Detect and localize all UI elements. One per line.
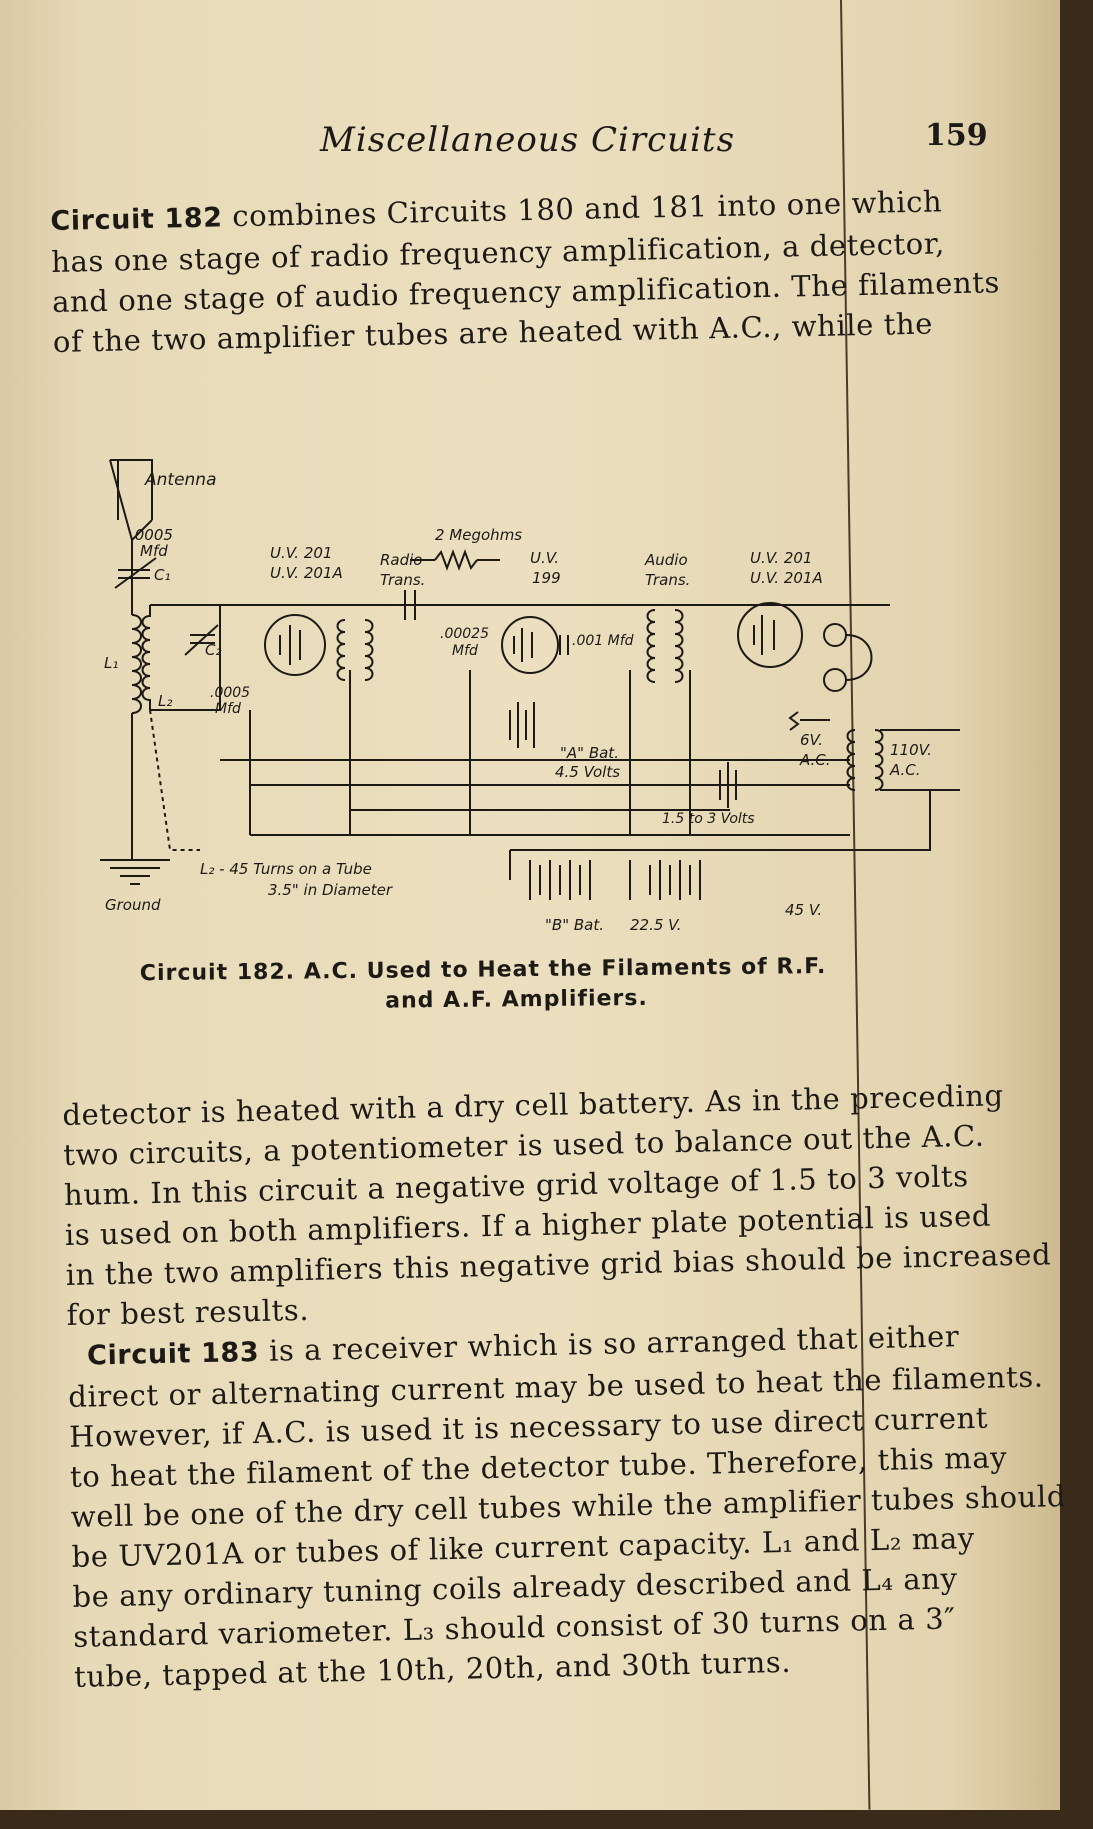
tube3-label-a: U.V. 201 [750, 549, 812, 567]
l2-note-label-b: 3.5" in Diameter [268, 881, 393, 899]
ground-label: Ground [105, 896, 161, 914]
antenna-label: Antenna [144, 470, 217, 490]
audio-trans-label-b: Trans. [645, 571, 690, 589]
b-battery-45v-label: 45 V. [785, 901, 822, 919]
tube2-label-a: U.V. [530, 549, 559, 567]
circuit-183-label: Circuit 183 [86, 1336, 260, 1372]
audio-trans-label-a: Audio [644, 551, 688, 569]
ac-6v-label-a: 6V. [800, 731, 823, 749]
l2-label: L₂ [158, 692, 172, 710]
tube1-label-a: U.V. 201 [270, 544, 332, 562]
c1-value-label: .0005 [130, 526, 173, 544]
radio-trans-label-a: Radio [380, 551, 422, 569]
tube1-label-b: U.V. 201A [270, 564, 343, 582]
c1-unit-label: Mfd [140, 542, 168, 560]
figure-caption: Circuit 182. A.C. Used to Heat the Filam… [140, 951, 941, 1019]
a-battery-volts-label: 4.5 Volts [555, 763, 620, 781]
antenna-symbol [109, 459, 153, 590]
line-ac-label-b: A.C. [889, 761, 921, 779]
grid-leak-label: 2 Megohms [435, 526, 522, 544]
b-battery-22v-label: 22.5 V. [630, 916, 681, 934]
chapter-title: Miscellaneous Circuits [320, 120, 736, 160]
grid-condenser-unit: Mfd [452, 643, 478, 659]
paragraph-circuit-183: detector is heated with a dry cell batte… [62, 1075, 1066, 1697]
bypass-cap-label: .001 Mfd [572, 633, 634, 649]
circuit-182-schematic: Antenna .0005 Mfd C₁ L₁ L₂ C₂ .0005 Mfd … [100, 459, 960, 934]
line-ac-label-a: 110V. [890, 741, 932, 759]
tube2-label-b: 199 [532, 569, 561, 587]
book-page: Miscellaneous Circuits 159 Circuit 182 c… [0, 0, 1066, 1810]
ac-6v-label-b: A.C. [799, 751, 831, 769]
b-battery-label: "B" Bat. [545, 916, 604, 934]
c1-label: C₁ [154, 566, 171, 584]
tube3-label-b: U.V. 201A [750, 569, 823, 587]
grid-condenser-value: .00025 [440, 626, 489, 642]
c2-unit-label: Mfd [215, 701, 241, 717]
c2-label: C₂ [205, 641, 222, 659]
l1-label: L₁ [104, 654, 118, 672]
c-battery-label: 1.5 to 3 Volts [662, 811, 755, 827]
c2-value-label: .0005 [210, 685, 250, 701]
paragraph-circuit-182: Circuit 182 combines Circuits 180 and 18… [50, 180, 1003, 362]
circuit-182-label: Circuit 182 [50, 202, 223, 237]
running-header: Miscellaneous Circuits 159 [0, 118, 1000, 160]
radio-trans-label-b: Trans. [380, 571, 425, 589]
page-number: 159 [925, 118, 988, 153]
a-battery-label: "A" Bat. [560, 744, 619, 762]
l2-note-label-a: L₂ - 45 Turns on a Tube [200, 860, 372, 878]
